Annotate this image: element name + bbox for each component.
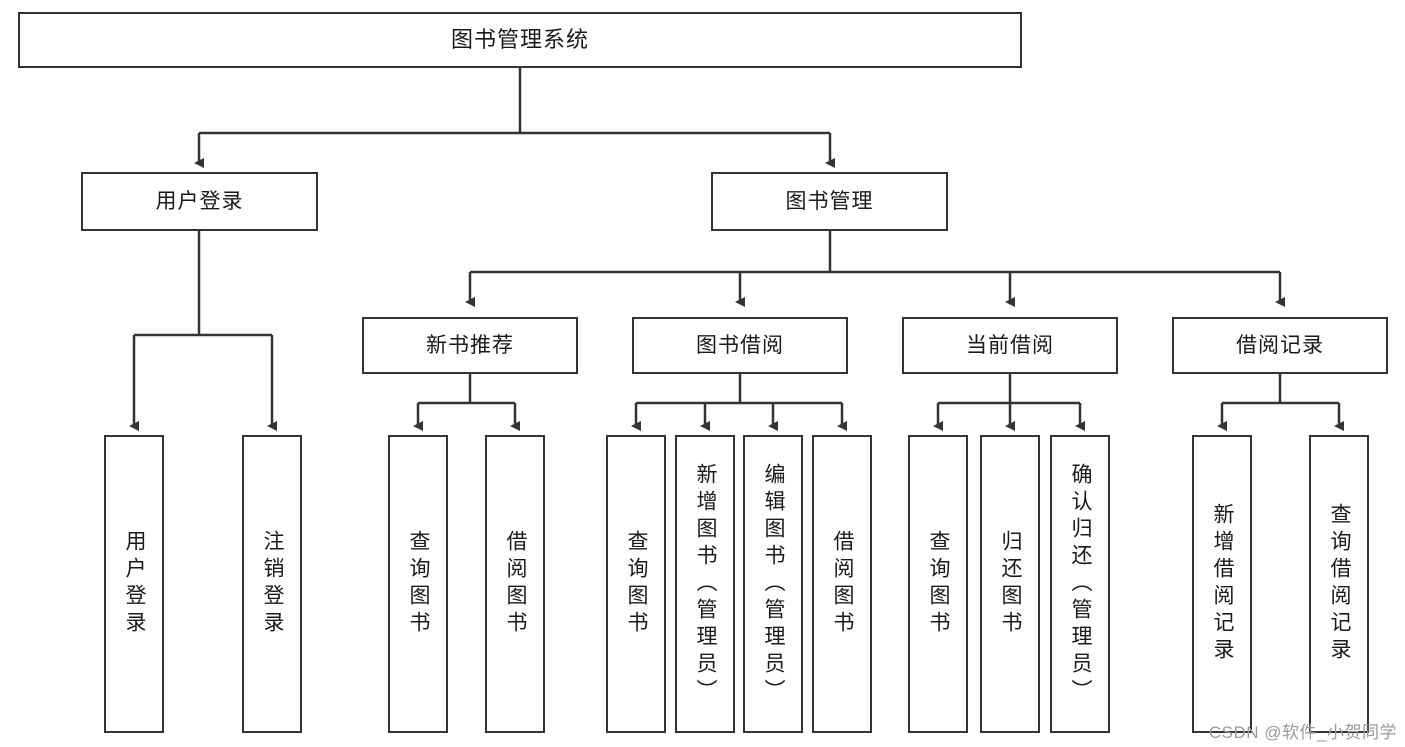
node-root-system[interactable]: 图书管理系统 — [18, 12, 1022, 68]
leaf-query-book-1[interactable]: 查询图书 — [388, 435, 448, 733]
leaf-logout-login-label: 注销登录 — [261, 530, 285, 638]
node-current-borrow[interactable]: 当前借阅 — [902, 317, 1118, 374]
leaf-logout-login[interactable]: 注销登录 — [242, 435, 302, 733]
csdn-watermark: CSDN @软件_小贺同学 — [1208, 723, 1397, 742]
leaf-return-book-label: 归还图书 — [999, 530, 1023, 638]
node-borrow-record[interactable]: 借阅记录 — [1172, 317, 1388, 374]
leaf-query-book-1-label: 查询图书 — [407, 530, 431, 638]
leaf-edit-book[interactable]: 编辑图书（管理员） — [743, 435, 803, 733]
leaf-add-book[interactable]: 新增图书（管理员） — [675, 435, 735, 733]
leaf-user-login[interactable]: 用户登录 — [104, 435, 164, 733]
node-book-manage[interactable]: 图书管理 — [711, 172, 948, 231]
leaf-user-login-label: 用户登录 — [123, 530, 147, 638]
leaf-query-book-2-label: 查询图书 — [625, 530, 649, 638]
leaf-query-record[interactable]: 查询借阅记录 — [1309, 435, 1369, 733]
leaf-add-record[interactable]: 新增借阅记录 — [1192, 435, 1252, 733]
leaf-borrow-book-1[interactable]: 借阅图书 — [485, 435, 545, 733]
leaf-return-book[interactable]: 归还图书 — [980, 435, 1040, 733]
node-new-book-recommend[interactable]: 新书推荐 — [362, 317, 578, 374]
leaf-query-book-3-label: 查询图书 — [927, 530, 951, 638]
leaf-add-record-label: 新增借阅记录 — [1211, 503, 1235, 665]
leaf-query-book-3[interactable]: 查询图书 — [908, 435, 968, 733]
leaf-query-book-2[interactable]: 查询图书 — [606, 435, 666, 733]
leaf-confirm-return[interactable]: 确认归还（管理员） — [1050, 435, 1110, 733]
leaf-borrow-book-1-label: 借阅图书 — [504, 530, 528, 638]
leaf-add-book-label: 新增图书（管理员） — [694, 462, 718, 706]
leaf-query-record-label: 查询借阅记录 — [1328, 503, 1352, 665]
leaf-edit-book-label: 编辑图书（管理员） — [762, 462, 786, 706]
leaf-borrow-book-2[interactable]: 借阅图书 — [812, 435, 872, 733]
leaf-borrow-book-2-label: 借阅图书 — [831, 530, 855, 638]
node-user-login[interactable]: 用户登录 — [81, 172, 318, 231]
leaf-confirm-return-label: 确认归还（管理员） — [1069, 462, 1093, 706]
node-book-borrow[interactable]: 图书借阅 — [632, 317, 848, 374]
